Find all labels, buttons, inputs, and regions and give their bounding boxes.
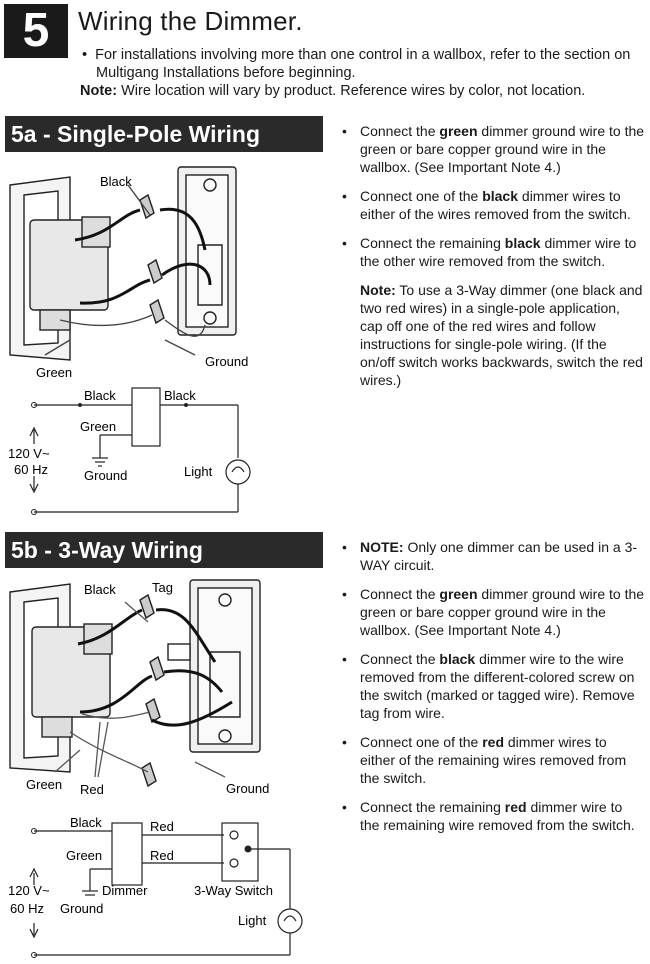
list-item: •Connect one of the red dimmer wires to … [342,734,627,786]
item-bold: NOTE: [360,539,404,555]
section-a-instructions: •Connect the green dimmer ground wire to… [340,122,645,389]
label-ground: Ground [84,468,127,483]
label-green: Green [80,419,116,434]
label-light: Light [184,464,213,479]
note-text: To use a 3-Way dimmer (one black and two… [360,282,643,388]
item-bold: black [439,651,476,667]
label-green: Green [26,777,62,792]
label-black-right: Black [164,388,196,403]
single-pole-wiring-illustration: Black Ground Green [9,166,248,380]
item-text: Connect the [360,123,440,139]
step-number-badge: 5 [4,4,68,58]
intro-bullet: • For installations involving more than … [82,47,631,81]
item-bold: green [439,123,478,139]
three-way-wiring-illustration: Black Tag Green Red Ground [9,579,269,797]
single-pole-schematic: Black Black Green Ground 120 V~ 60 Hz Li… [8,387,251,515]
label-frequency: 60 Hz [14,462,48,477]
label-black-left: Black [84,388,116,403]
label-3way-switch: 3-Way Switch [194,883,273,898]
label-voltage: 120 V~ [8,446,50,461]
intro-note: Note: Wire location will vary by product… [80,82,640,100]
item-bold: black [504,235,541,251]
page-title: Wiring the Dimmer. [78,6,303,36]
section-a-heading: 5a - Single-Pole Wiring [5,116,323,152]
intro-text: • For installations involving more than … [80,46,640,100]
label-ground: Ground [60,901,103,916]
item-bold: green [439,586,478,602]
label-green: Green [66,848,102,863]
item-text: dimmer wires to either of the wires remo… [360,188,631,222]
list-item: •Connect the green dimmer ground wire to… [342,123,645,175]
section-b-instructions: •NOTE: Only one dimmer can be used in a … [340,538,645,845]
label-voltage: 120 V~ [8,883,50,898]
item-text: Connect the remaining [360,799,505,815]
item-text: Connect the [360,651,440,667]
label-black: Black [70,815,102,830]
item-text: Connect one of the [360,734,483,750]
label-black: Black [100,174,132,189]
list-item: •Connect the black dimmer wire to the wi… [342,651,635,721]
label-frequency: 60 Hz [10,901,44,916]
item-text: dimmer wire to the wire removed from the… [360,651,635,721]
section-a-note: Note: To use a 3-Way dimmer (one black a… [340,281,645,389]
item-bold: black [482,188,519,204]
list-item: •NOTE: Only one dimmer can be used in a … [342,539,638,573]
item-bold: red [504,799,527,815]
item-text: dimmer ground wire to the green or bare … [360,586,645,638]
list-item: •Connect the remaining red dimmer wire t… [342,799,635,833]
intro-bullet-text: For installations involving more than on… [95,47,631,81]
item-text: Connect one of the [360,188,483,204]
label-green: Green [36,365,72,380]
intro-note-text: Wire location will vary by product. Refe… [121,83,586,99]
label-red-middle: Red [150,848,174,863]
item-text: dimmer wire to the other wire removed fr… [360,235,637,269]
three-way-schematic: Black Red Green Red Dimmer 3-Way Switch … [8,815,303,958]
note-label: Note: [360,282,396,298]
list-item: •Connect the green dimmer ground wire to… [342,586,645,638]
label-light: Light [238,913,267,928]
item-text: dimmer wire to the remaining wire remove… [360,799,635,833]
item-text: Connect the [360,586,440,602]
label-black: Black [84,582,116,597]
list-item: •Connect one of the black dimmer wires t… [342,188,631,222]
label-ground: Ground [205,354,248,369]
item-text: dimmer ground wire to the green or bare … [360,123,645,175]
intro-note-label: Note: [80,83,118,99]
label-tag: Tag [152,580,173,595]
item-text: Only one dimmer can be used in a 3-WAY c… [360,539,638,573]
label-dimmer: Dimmer [102,883,148,898]
label-ground: Ground [226,781,269,796]
item-text: Connect the remaining [360,235,505,251]
label-red-top: Red [150,819,174,834]
section-b-heading: 5b - 3-Way Wiring [5,532,323,568]
item-text: dimmer wires to either of the remaining … [360,734,627,786]
item-bold: red [482,734,504,750]
list-item: •Connect the remaining black dimmer wire… [342,235,637,269]
label-red: Red [80,782,104,797]
